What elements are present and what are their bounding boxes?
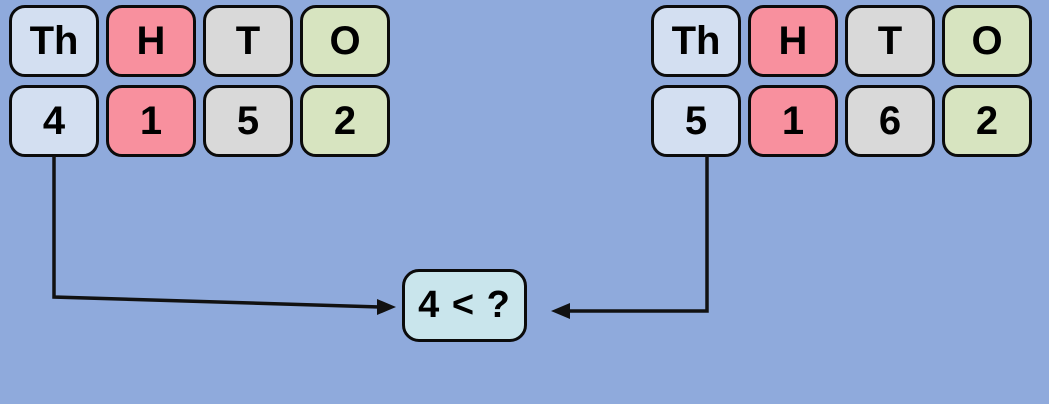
right-digit-thousands: 5 (651, 85, 741, 157)
right-header-ones: O (942, 5, 1032, 77)
right-arrowhead-icon (551, 303, 570, 319)
left-arrow (52, 156, 396, 315)
left-digit-hundreds: 1 (106, 85, 196, 157)
right-arrow (551, 154, 709, 319)
left-header-hundreds: H (106, 5, 196, 77)
comparison-box: 4 < ? (402, 269, 527, 342)
right-header-tens: T (845, 5, 935, 77)
left-number-group: Th H T O 4 1 5 2 (9, 5, 390, 157)
left-arrowhead-icon (377, 299, 396, 315)
right-number-group: Th H T O 5 1 6 2 (651, 5, 1032, 157)
left-header-thousands: Th (9, 5, 99, 77)
left-digit-tens: 5 (203, 85, 293, 157)
right-digit-ones: 2 (942, 85, 1032, 157)
right-header-hundreds: H (748, 5, 838, 77)
right-digit-tens: 6 (845, 85, 935, 157)
left-digit-ones: 2 (300, 85, 390, 157)
left-digit-thousands: 4 (9, 85, 99, 157)
right-header-thousands: Th (651, 5, 741, 77)
left-header-tens: T (203, 5, 293, 77)
left-header-ones: O (300, 5, 390, 77)
right-digit-hundreds: 1 (748, 85, 838, 157)
